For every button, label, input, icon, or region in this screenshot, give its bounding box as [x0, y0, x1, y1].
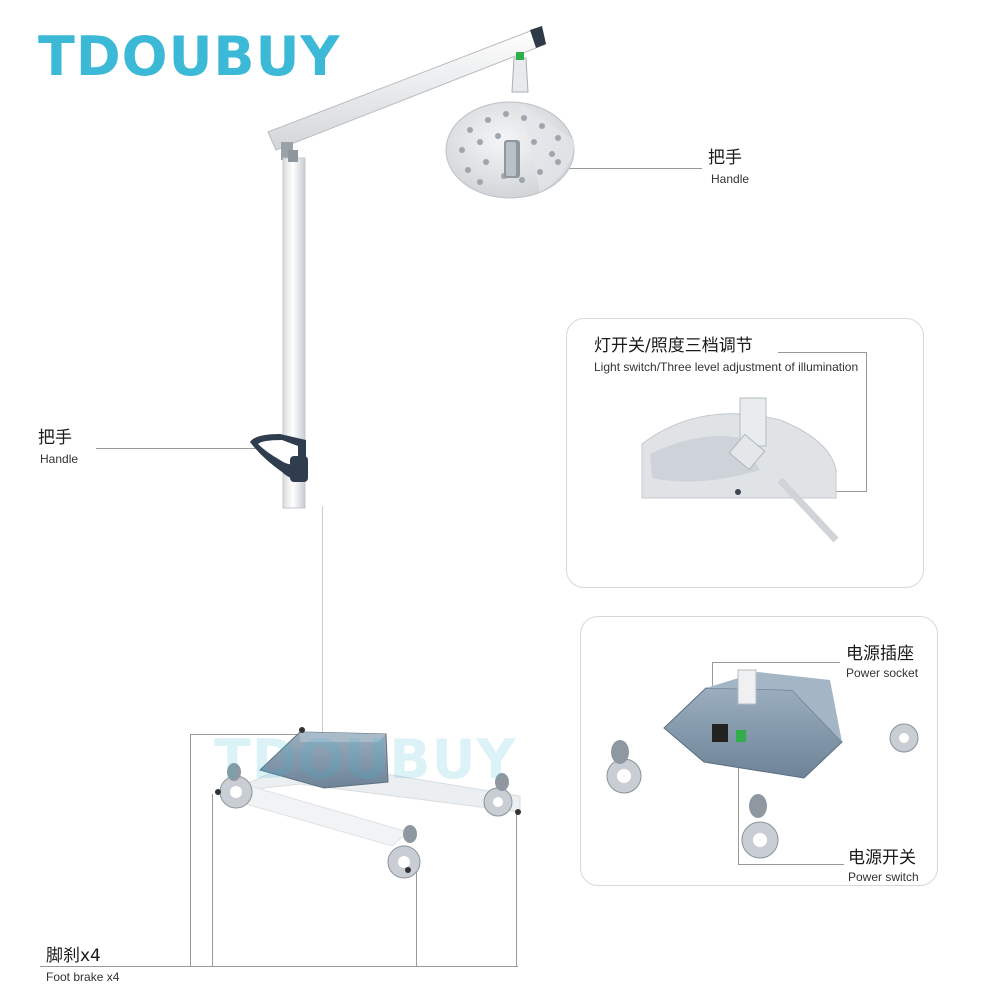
leader-line-brake-inner-left: [212, 794, 213, 966]
lamp-base: [227, 727, 521, 847]
leader-line-brake-bottom: [40, 966, 518, 967]
leader-line-pole-handle: [96, 448, 256, 449]
leader-line-head-handle: [524, 168, 702, 169]
label-pole-handle: 把手 Handle: [38, 428, 79, 466]
label-power-socket-zh: 电源插座: [846, 644, 914, 664]
pole-handle: [250, 434, 308, 482]
label-light-switch-zh: 灯开关/照度三档调节: [594, 336, 753, 356]
label-pole-handle-en: Handle: [40, 452, 79, 466]
leader-line-socket-h: [712, 662, 840, 663]
label-pole-handle-zh: 把手: [38, 428, 72, 448]
leader-line-powerswitch-h: [738, 864, 844, 865]
label-head-handle-en: Handle: [711, 172, 750, 186]
label-power-socket-en: Power socket: [846, 666, 919, 680]
label-head-handle-zh: 把手: [708, 148, 742, 168]
label-power-switch: 电源开关 Power switch: [848, 848, 919, 884]
leader-line-brake-frame-left: [190, 734, 191, 966]
leader-line-brake-frame-top: [190, 734, 300, 735]
leader-line-switch-h: [778, 352, 866, 353]
light-switch-closeup: [641, 397, 839, 543]
brand-logo: TDOUBUY: [38, 25, 341, 88]
label-power-socket: 电源插座 Power socket: [846, 644, 919, 680]
label-power-switch-en: Power switch: [848, 870, 919, 884]
base-closeup: [606, 669, 919, 859]
label-foot-brake-zh: 脚刹x4: [46, 946, 101, 966]
leader-line-pole-mast: [322, 506, 323, 732]
lamp-pole: [282, 150, 306, 509]
wheels: [215, 763, 521, 879]
leader-line-brake-right: [516, 812, 517, 966]
leader-line-powerswitch-v: [738, 740, 739, 864]
leader-line-brake-mid: [416, 868, 417, 966]
label-light-switch-en: Light switch/Three level adjustment of i…: [594, 360, 859, 374]
watermark: TDOUBUY: [214, 728, 517, 791]
label-head-handle: 把手 Handle: [708, 148, 750, 186]
lamp-head: [445, 52, 575, 199]
label-foot-brake-en: Foot brake x4: [46, 970, 120, 984]
label-foot-brake: 脚刹x4 Foot brake x4: [46, 946, 120, 984]
label-light-switch: 灯开关/照度三档调节 Light switch/Three level adju…: [594, 336, 859, 374]
leader-line-switch-v: [866, 352, 867, 492]
label-power-switch-zh: 电源开关: [848, 848, 916, 868]
